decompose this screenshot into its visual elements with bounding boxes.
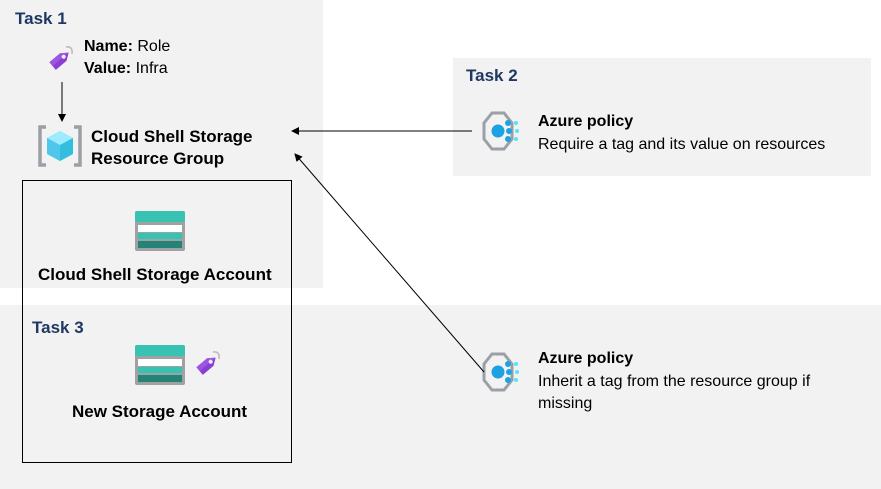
tag-name-line: Name: Role xyxy=(84,38,170,56)
azure-policy-icon xyxy=(482,111,519,151)
resource-group-label-line1: Cloud Shell Storage xyxy=(91,127,253,146)
new-storage-account-label: New Storage Account xyxy=(72,402,248,421)
resource-group-icon xyxy=(38,125,82,167)
tag-value-label: Value: xyxy=(84,60,132,77)
task3-title: Task 3 xyxy=(32,318,84,337)
tag-name-label: Name: xyxy=(84,38,133,55)
tag-icon xyxy=(196,351,220,375)
task3-policy-title: Azure policy xyxy=(538,350,634,367)
storage-account-icon xyxy=(135,211,185,251)
tag-value-value: Infra xyxy=(135,60,168,77)
task3-policy-description: Inherit a tag from the resource group if… xyxy=(538,373,811,412)
storage-account-icon xyxy=(135,345,185,385)
task2-policy-title: Azure policy xyxy=(538,113,634,130)
azure-policy-icon xyxy=(482,352,519,392)
task2-title: Task 2 xyxy=(466,66,518,85)
resource-group-label: Cloud Shell Storage Resource Group xyxy=(91,126,253,170)
policy-task3-arrow xyxy=(294,153,485,373)
task2-panel xyxy=(453,58,871,176)
tag-name-value: Role xyxy=(137,38,171,55)
tag-value-line: Value: Infra xyxy=(84,60,168,78)
task3-panel xyxy=(0,305,881,489)
tag-icon xyxy=(49,46,73,70)
task1-title: Task 1 xyxy=(15,9,67,28)
cloud-shell-storage-account-label: Cloud Shell Storage Account xyxy=(38,265,272,284)
resource-group-label-line2: Resource Group xyxy=(91,149,225,168)
storage-accounts-box xyxy=(22,180,292,463)
task2-policy-description: Require a tag and its value on resources xyxy=(538,136,826,153)
